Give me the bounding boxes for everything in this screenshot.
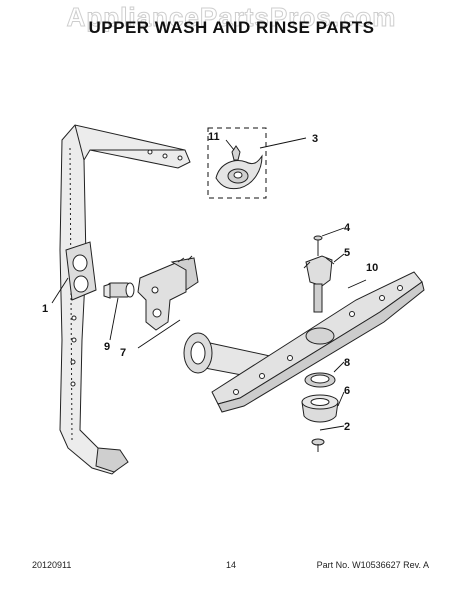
- callout-2: 2: [344, 421, 350, 433]
- part-8-seal-ring: [304, 372, 336, 388]
- leader-lines: [51, 137, 367, 431]
- part-2-screw: [311, 438, 325, 452]
- callout-4: 4: [344, 222, 351, 234]
- part-5-bearing: [303, 255, 335, 313]
- part-9-nozzle: [103, 282, 135, 299]
- callout-11: 11: [208, 131, 220, 143]
- callout-8: 8: [344, 357, 350, 369]
- callout-6: 6: [344, 385, 350, 397]
- part-4-screw: [313, 235, 323, 256]
- callout-9: 9: [104, 341, 110, 353]
- footer-date: 20120911: [32, 560, 72, 570]
- callout-5: 5: [344, 247, 350, 259]
- callout-10: 10: [366, 262, 378, 274]
- callout-labels: 1 2 3 4 5 6 7 8 9 10 11: [42, 131, 378, 433]
- part-7-bracket: [137, 255, 199, 331]
- part-3-top-spray-assembly: [207, 127, 267, 199]
- callout-3: 3: [312, 133, 318, 145]
- watermark: AppliancePartsPros.com: [66, 2, 397, 33]
- page-title: UPPER WASH AND RINSE PARTS: [88, 18, 375, 37]
- callout-1: 1: [42, 303, 48, 315]
- footer-page-number: 14: [226, 560, 237, 570]
- part-10-spray-arm: [211, 271, 425, 413]
- part-6-hub: [301, 394, 339, 423]
- callout-7: 7: [120, 347, 126, 359]
- footer-part-number: Part No. W10536627 Rev. A: [316, 560, 429, 570]
- part-1-supply-tube: [59, 124, 191, 475]
